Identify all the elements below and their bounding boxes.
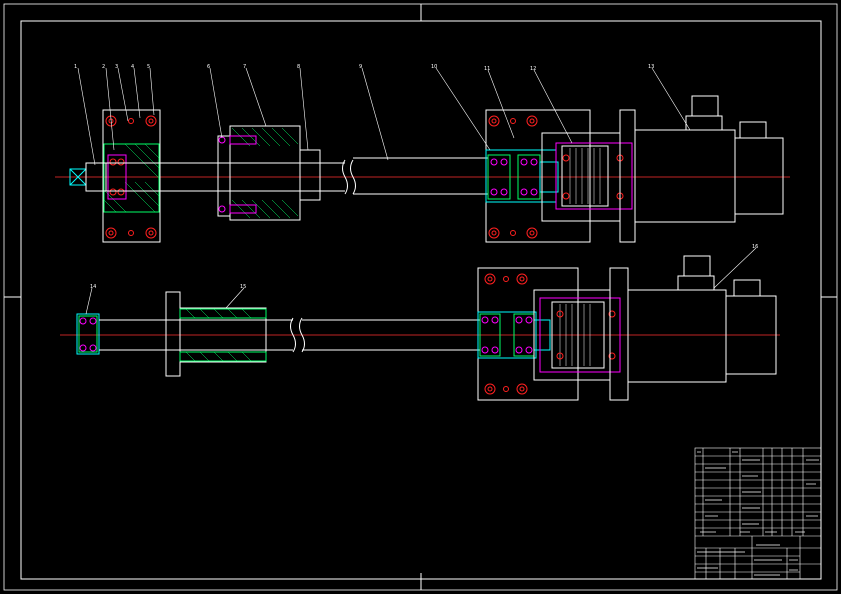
balloon-12: 12 [530, 66, 536, 72]
title-block-lettering [697, 451, 819, 576]
upper-leader-lines [77, 67, 691, 166]
ball-screw-shaft-bottom [99, 317, 480, 353]
balloon-13: 13 [648, 64, 654, 70]
balloon-14: 14 [90, 284, 96, 290]
balloon-4: 4 [131, 64, 134, 70]
ball-screw-shaft-top [85, 157, 488, 195]
lower-end-bearing [76, 313, 100, 355]
motor-flange-bottom [609, 267, 629, 401]
drawing-frame [3, 3, 838, 591]
balloon-2: 2 [102, 64, 105, 70]
balloon-7: 7 [243, 64, 246, 70]
balloon-3: 3 [115, 64, 118, 70]
balloon-6: 6 [207, 64, 210, 70]
balloon-9: 9 [359, 64, 362, 70]
lower-balloons: 14 15 16 [90, 244, 758, 290]
balloon-15: 15 [240, 284, 246, 290]
lower-assembly-view: 14 15 16 [60, 244, 780, 401]
balloon-11: 11 [484, 66, 490, 72]
right-bearing-housing [485, 109, 591, 243]
upper-assembly-view: 1 2 3 4 5 6 7 8 9 10 11 12 13 [55, 64, 790, 243]
lower-screw-nut [165, 291, 267, 377]
motor-flange-top [619, 109, 636, 243]
balloon-1: 1 [74, 64, 77, 70]
balloon-8: 8 [297, 64, 300, 70]
balloon-5: 5 [147, 64, 150, 70]
left-support-block [102, 109, 161, 243]
servo-motor-top [634, 95, 784, 223]
balloon-10: 10 [431, 64, 437, 70]
servo-motor-bottom [627, 255, 777, 383]
title-block [694, 447, 822, 580]
screw-nut-assembly [217, 125, 321, 221]
lower-leader-lines [85, 247, 757, 315]
balloon-16: 16 [752, 244, 758, 250]
upper-balloons: 1 2 3 4 5 6 7 8 9 10 11 12 13 [74, 64, 654, 72]
